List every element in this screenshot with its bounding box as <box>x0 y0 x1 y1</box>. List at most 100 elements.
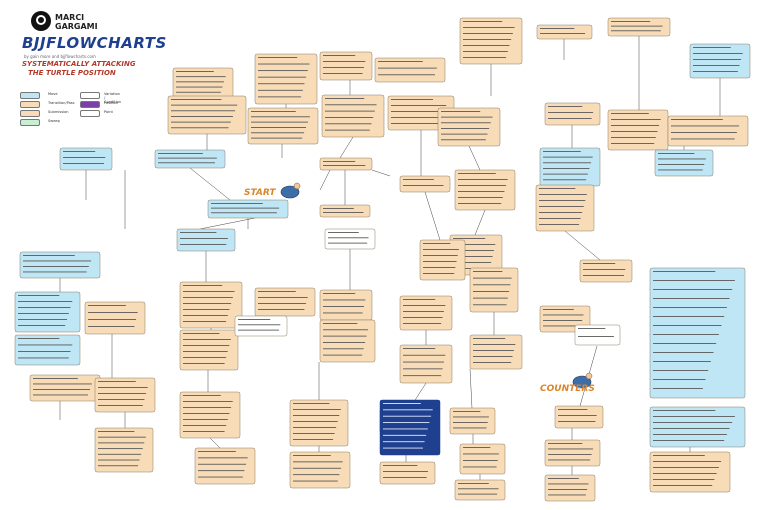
flowchart-node <box>649 406 746 448</box>
flowchart-node <box>379 461 436 485</box>
flowchart-node <box>654 149 714 177</box>
flowchart-node <box>319 204 371 218</box>
flowchart-node <box>289 399 349 447</box>
flowchart-node <box>454 169 516 211</box>
flowchart-node-text-line <box>383 477 427 478</box>
flowchart-node-text-line <box>653 455 705 456</box>
flowchart-node-text-line <box>403 375 442 377</box>
flowchart-node-text-line <box>539 200 586 201</box>
flowchart-node-text-line <box>18 295 60 296</box>
flowchart-node-text-line <box>323 165 366 166</box>
flowchart-node <box>579 259 633 283</box>
flowchart-node-box <box>176 228 236 252</box>
flowchart-node-text-line <box>403 299 436 300</box>
flowchart-node <box>667 115 749 147</box>
flowchart-node-text-line <box>543 314 584 316</box>
flowchart-node-text-line <box>671 138 735 140</box>
flowchart-node <box>324 228 376 250</box>
flowchart-node-text-line <box>23 260 92 262</box>
legend-label: Variation / Condition <box>104 92 122 104</box>
flowchart-node-text-line <box>653 316 725 317</box>
flowchart-node-text-line <box>653 280 735 281</box>
flowchart-node-text-line <box>88 305 126 306</box>
flowchart-node <box>539 147 601 187</box>
legend-label: Move <box>48 92 58 96</box>
flowchart-node-text-line <box>611 21 651 22</box>
flowchart-edge <box>339 136 354 159</box>
flowchart-node <box>14 291 81 333</box>
flowchart-node-text-line <box>258 57 298 58</box>
flowchart-node-box <box>319 157 373 171</box>
flowchart-node-text-line <box>171 110 236 112</box>
flowchart-node-box <box>194 447 256 485</box>
flowchart-node <box>399 175 451 193</box>
flowchart-node-text-line <box>458 185 507 186</box>
legend-swatch <box>20 92 40 99</box>
flowchart-node <box>419 239 466 281</box>
flowchart-node <box>387 95 455 131</box>
flowchart-node-text-line <box>98 442 145 444</box>
flowchart-node-box <box>554 405 604 429</box>
flowchart-node-text-line <box>383 415 432 417</box>
flowchart-node-text-line <box>423 273 455 274</box>
flowchart-node-text-line <box>403 311 444 312</box>
flowchart-node-text-line <box>473 277 512 279</box>
legend-swatch <box>20 119 40 126</box>
legend-swatch <box>80 110 100 117</box>
flowchart-node-text-line <box>463 447 491 448</box>
flowchart-node-text-line <box>453 244 496 245</box>
flowchart-node-text-line <box>98 459 140 461</box>
flowchart-node <box>179 329 239 371</box>
flowchart-node-text-line <box>183 363 225 364</box>
flowchart-node-text-line <box>383 441 425 443</box>
flowchart-node-text-line <box>403 185 444 186</box>
flowchart-node-text-line <box>183 339 231 340</box>
flowchart-node-text-line <box>183 351 228 352</box>
flowchart-node-text-line <box>463 33 513 34</box>
flowchart-node-text-line <box>453 411 481 412</box>
flowchart-node-text-line <box>325 123 372 125</box>
flowchart-node-text-line <box>323 67 364 68</box>
flowchart-node-text-line <box>183 419 228 420</box>
flowchart-node <box>607 17 671 37</box>
flowchart-node-text-line <box>198 463 247 465</box>
flowchart-node-text-line <box>180 244 227 245</box>
flowchart-node-text-line <box>539 206 584 207</box>
flowchart-node-box <box>649 406 746 448</box>
flowchart-node-text-line <box>18 351 71 352</box>
flowchart-node-text-line <box>423 255 458 256</box>
flowchart-node <box>544 102 601 126</box>
flowchart-node <box>607 109 669 151</box>
flowchart-node-text-line <box>693 71 738 72</box>
flowchart-node-text-line <box>543 320 583 321</box>
flowchart-node-text-line <box>578 328 606 329</box>
flowchart-edge <box>564 230 601 261</box>
flowchart-node-text-line <box>238 319 271 320</box>
flowchart-node-text-line <box>211 203 263 204</box>
flowchart-node <box>544 439 601 467</box>
flowchart-node <box>399 295 453 331</box>
flowchart-node <box>247 107 319 145</box>
flowchart-edge <box>468 145 481 171</box>
flowchart-node-text-line <box>328 237 369 239</box>
flowchart-node-text-line <box>323 55 356 56</box>
flowchart-node-text-line <box>176 91 221 93</box>
flowchart-node-box <box>379 399 441 456</box>
flowchart-node-text-line <box>653 416 735 417</box>
flowchart-node-box <box>319 289 373 321</box>
flowchart-node-text-line <box>323 299 366 301</box>
flowchart-node-text-line <box>171 116 233 117</box>
flowchart-node-box <box>535 184 595 232</box>
flowchart-node-text-line <box>33 389 90 390</box>
flowchart-node-text-line <box>18 338 60 339</box>
flowchart-node-text-line <box>198 457 248 459</box>
flowchart-node <box>319 289 373 321</box>
flowchart-node-text-line <box>611 119 661 120</box>
flowchart-node <box>544 474 596 502</box>
flowchart-node-box <box>689 43 751 79</box>
flowchart-node-text-line <box>611 131 658 132</box>
flowchart-node-text-line <box>693 65 740 66</box>
flowchart-node-text-line <box>653 388 703 389</box>
flowchart-node-text-line <box>18 313 69 314</box>
flowchart-node-text-line <box>548 112 594 113</box>
